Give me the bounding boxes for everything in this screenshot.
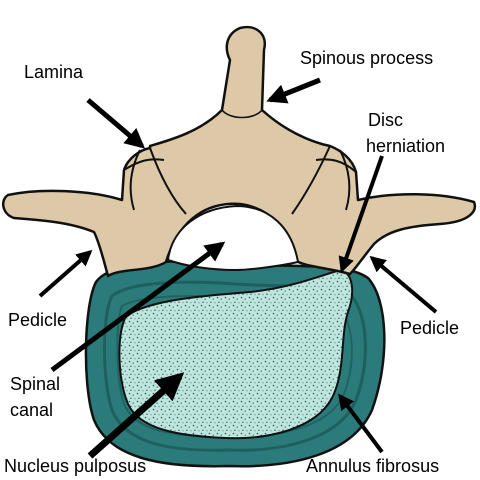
label-pedicle-left: Pedicle (8, 310, 68, 330)
label-annulus-fibrosus: Annulus fibrosus (306, 456, 440, 476)
label-pedicle-right: Pedicle (400, 318, 460, 338)
label-disc-herniation-line1: Disc (368, 110, 403, 130)
arrow-disc-herniation (338, 155, 384, 274)
arrow-pedicle-left (38, 249, 93, 298)
annulus-inner-ring (103, 280, 367, 452)
label-spinal-canal-line1: Spinal (10, 374, 61, 394)
arrow-pedicle-right (369, 255, 438, 314)
arrow-annulus-fibrosus (338, 393, 384, 454)
label-disc-herniation-line2: herniation (366, 136, 446, 156)
lamina-line-left-1 (129, 149, 141, 211)
label-spinal-canal-line2: canal (10, 400, 54, 420)
label-spinous-process: Spinous process (300, 48, 434, 68)
spinous-process-base (221, 109, 263, 119)
arrow-spinous-process (266, 77, 321, 104)
lamina-line-right-1 (291, 145, 331, 215)
label-lamina: Lamina (24, 62, 84, 82)
label-nucleus-pulposus: Nucleus pulposus (4, 456, 147, 476)
vertebral-arch (1, 25, 477, 278)
arrow-nucleus-pulposus (87, 372, 185, 459)
lamina-line-right-3 (315, 158, 357, 173)
arrow-lamina (86, 98, 146, 149)
lamina-line-right-2 (339, 149, 351, 211)
arrow-spinal-canal (50, 241, 226, 373)
lamina-line-left-2 (149, 147, 187, 215)
lamina-line-left-3 (123, 158, 165, 171)
spinal-canal (166, 204, 300, 272)
